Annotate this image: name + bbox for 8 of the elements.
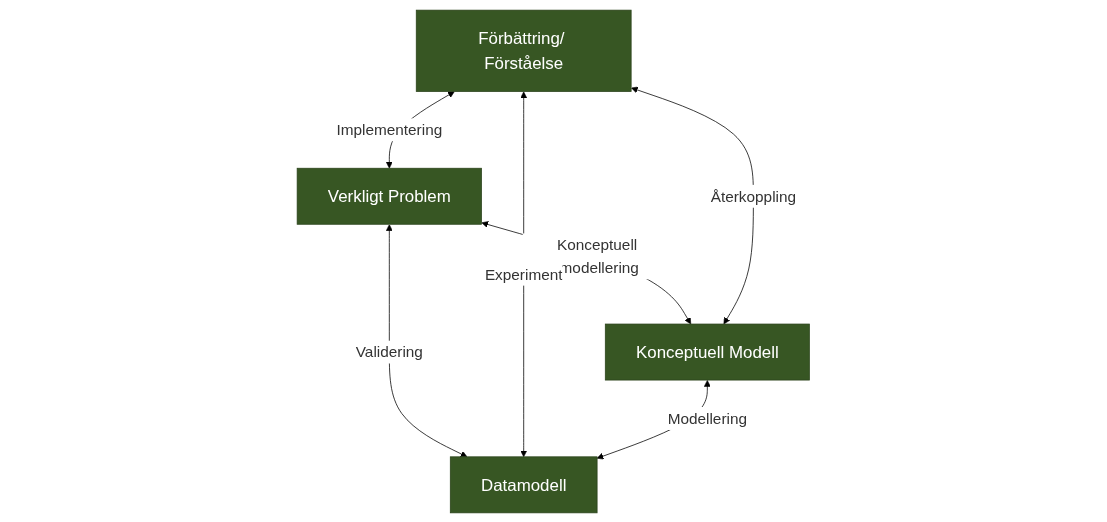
edge-label: Implementering [336,120,443,138]
edge-label: Återkoppling [710,187,797,205]
edge-label: Modellering [667,409,748,427]
edge-label: Validering [355,343,424,360]
node-box: Förbättring/ Förståelse [416,9,632,92]
node-box: Verkligt Problem [297,167,483,225]
node-box: Datamodell [450,455,598,513]
node-box: Konceptuell Modell [605,323,810,380]
